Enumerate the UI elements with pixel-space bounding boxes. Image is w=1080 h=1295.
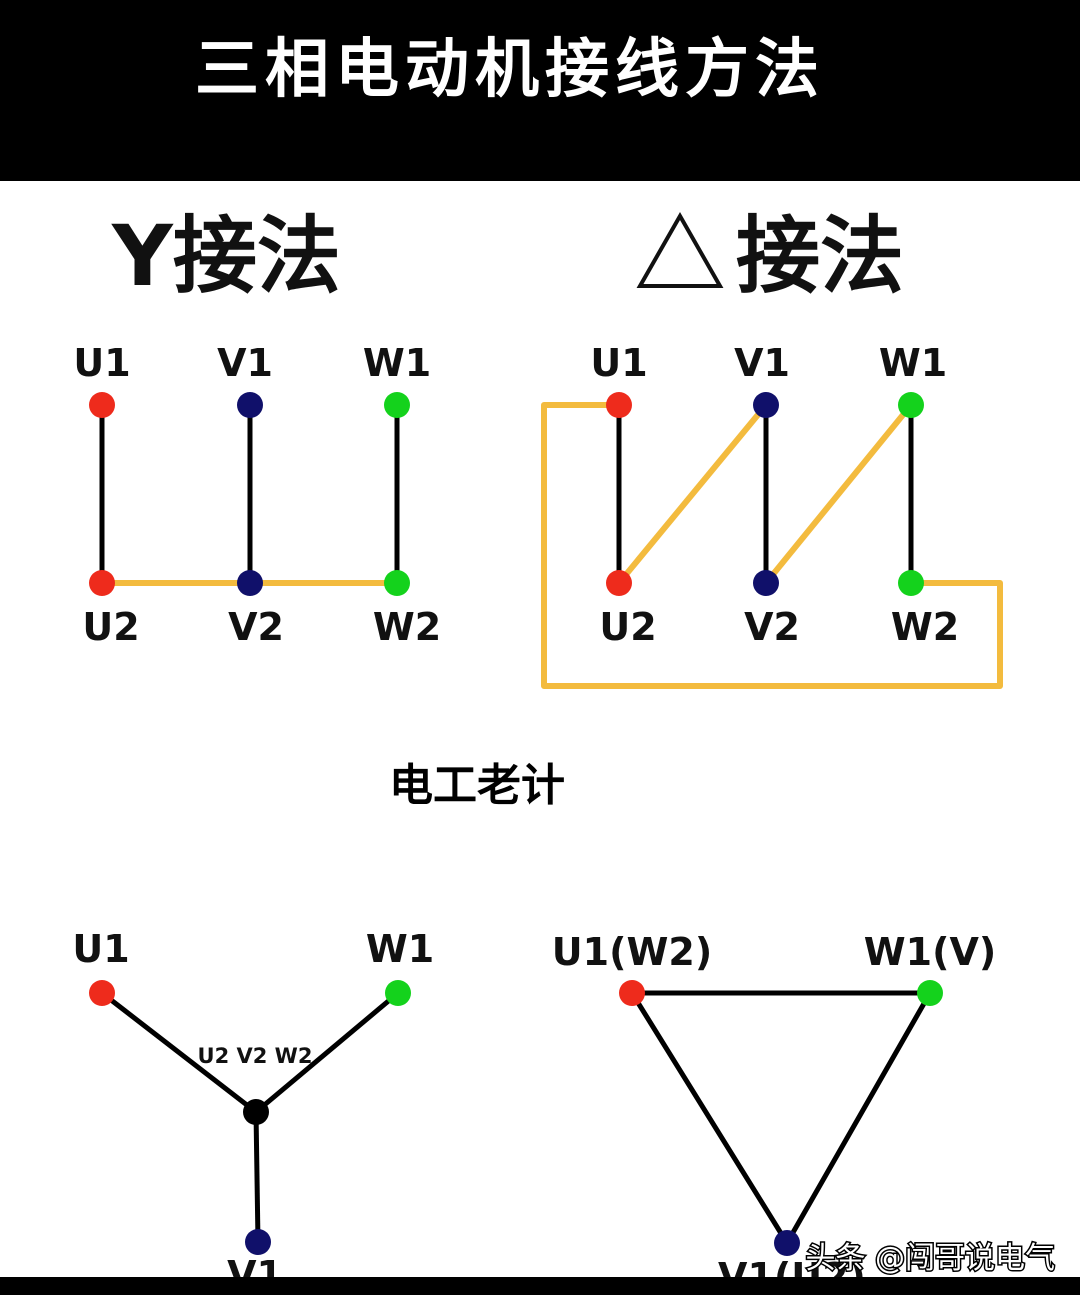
delta-sch-terminal-w1 (917, 980, 943, 1006)
delta-label-u2: U2 (599, 605, 656, 649)
delta-terminal-u1 (606, 392, 632, 418)
watermark: 头条 @闯哥说电气 (805, 1241, 1055, 1276)
delta-label-w2: W2 (891, 605, 959, 649)
delta-terminal-u2 (606, 570, 632, 596)
delta-schematic: U1(W2) W1(V) V1(U2) (552, 930, 996, 1295)
y-terminal-w2 (384, 570, 410, 596)
y-label-v1: V1 (217, 341, 273, 385)
y-sch-terminal-w1 (385, 980, 411, 1006)
y-label-v2: V2 (228, 605, 284, 649)
delta-sch-label-w1: W1(V) (864, 930, 997, 974)
delta-sch-terminal-v1 (774, 1230, 800, 1256)
delta-label-u1: U1 (590, 341, 647, 385)
bottom-bar (0, 1277, 1080, 1295)
title-bar: 三相电动机接线方法 (0, 0, 1080, 181)
delta-bridge-v2-w1 (763, 403, 914, 585)
y-terminal-v1 (237, 392, 263, 418)
y-arm-u (100, 991, 258, 1114)
delta-triangle (629, 990, 933, 1246)
delta-bridge-u2-v1 (616, 403, 769, 585)
y-label-u1: U1 (73, 341, 130, 385)
y-terminal-u2 (89, 570, 115, 596)
delta-label-v1: V1 (734, 341, 790, 385)
y-sch-label-w1: W1 (366, 927, 434, 971)
y-schematic: U1 W1 U2 V2 W2 V1 (72, 927, 434, 1295)
delta-terminal-v1 (753, 392, 779, 418)
y-terminal-u1 (89, 392, 115, 418)
y-terminal-v2 (237, 570, 263, 596)
y-sch-label-u1: U1 (72, 927, 129, 971)
delta-connection-panel: U1 V1 W1 U2 V2 W2 (541, 341, 1003, 689)
y-sch-terminal-u1 (89, 980, 115, 1006)
y-label-u2: U2 (82, 605, 139, 649)
delta-sch-label-u1: U1(W2) (552, 930, 712, 974)
y-heading: Y接法 (111, 207, 341, 305)
y-connection-panel: U1 V1 W1 U2 V2 W2 (73, 341, 441, 649)
y-label-w1: W1 (363, 341, 431, 385)
delta-sch-terminal-u1 (619, 980, 645, 1006)
y-label-w2: W2 (373, 605, 441, 649)
y-sch-label-center: U2 V2 W2 (198, 1044, 313, 1068)
delta-triangle-icon (636, 211, 724, 288)
delta-loop-wire (541, 402, 1003, 689)
center-caption: 电工老计 (389, 760, 565, 811)
delta-terminal-v2 (753, 570, 779, 596)
y-sch-terminal-v1 (245, 1229, 271, 1255)
delta-terminal-w1 (898, 392, 924, 418)
y-arm-w (254, 991, 400, 1114)
y-arm-v (253, 1111, 261, 1243)
delta-label-v2: V2 (744, 605, 800, 649)
delta-terminal-w2 (898, 570, 924, 596)
delta-label-w1: W1 (879, 341, 947, 385)
y-terminal-w1 (384, 392, 410, 418)
delta-heading: 接法 (736, 207, 904, 305)
page-title: 三相电动机接线方法 (195, 33, 825, 107)
y-sch-neutral (243, 1099, 269, 1125)
